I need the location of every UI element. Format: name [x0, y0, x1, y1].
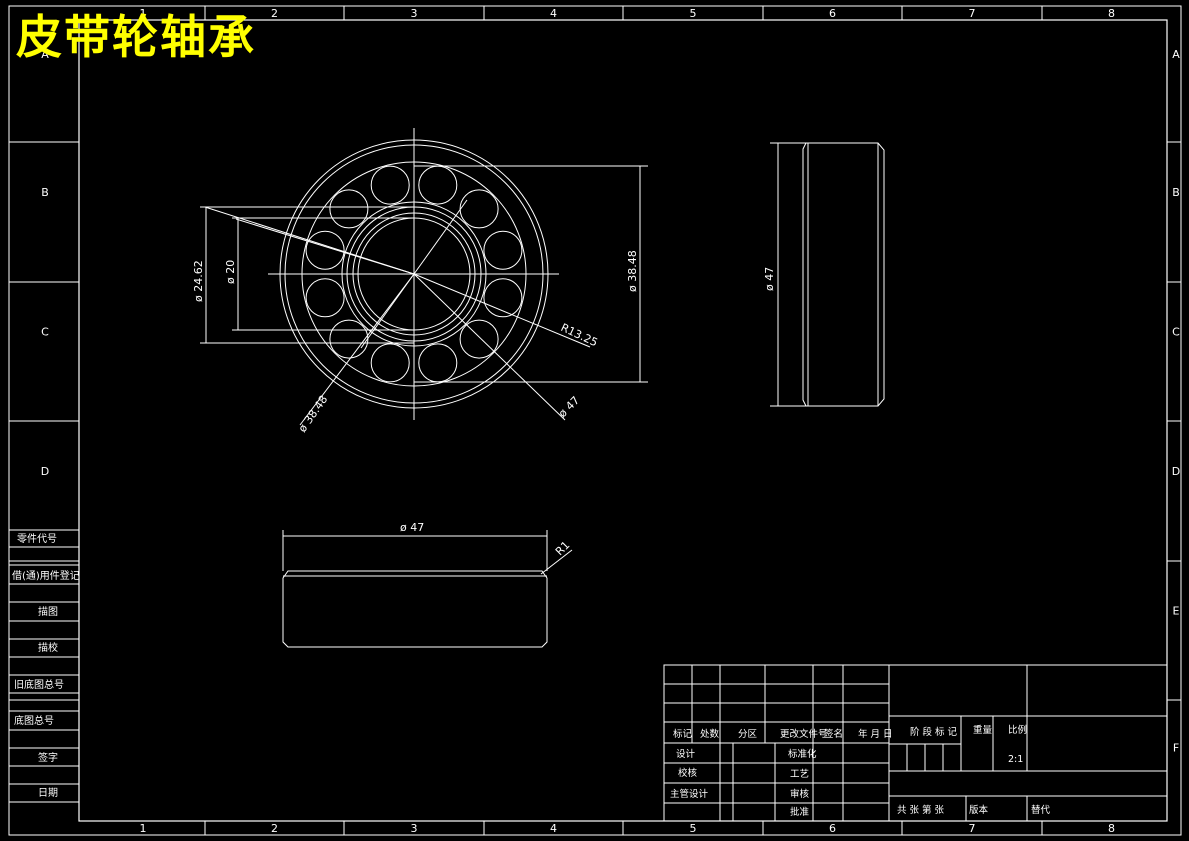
zone-row-label: D: [41, 465, 49, 478]
left-strip-label: 描校: [38, 641, 58, 654]
tb-scale-label: 比例: [1008, 724, 1027, 736]
zone-row-label: F: [1173, 742, 1179, 755]
zone-column-label: 7: [969, 7, 976, 20]
inner-ring-bore-chamfer: [352, 212, 476, 336]
dim-side-diameter: ø 47: [763, 267, 776, 291]
tb-scale-value: 2:1: [1008, 754, 1023, 765]
leader-line: [299, 273, 415, 426]
left-strip-label: 日期: [38, 787, 58, 799]
zone-row-label: C: [1172, 326, 1180, 339]
left-strip: [9, 529, 79, 803]
zone-column-label: 2: [271, 822, 278, 835]
leader-line: [235, 218, 415, 275]
zone-row-label: E: [1173, 605, 1180, 618]
tb-sheets: 共 张 第 张: [897, 804, 945, 816]
zone-column-label: 1: [140, 822, 147, 835]
tb-check: 校核: [678, 767, 698, 779]
tb-weight: 重量: [973, 724, 993, 736]
zone-column-label: 2: [271, 7, 278, 20]
rolling-ball: [370, 343, 410, 383]
leader-line: [413, 273, 591, 348]
dim-outer-leader: ø 47: [556, 394, 582, 420]
zone-row-label: A: [1172, 48, 1180, 61]
outer-ring-inner: [301, 161, 527, 387]
bearing-front-view: [200, 128, 648, 426]
rolling-ball: [459, 189, 499, 229]
bearing-bottom-view: [282, 530, 573, 648]
tb-chief: 主管设计: [670, 788, 709, 800]
tb-change-doc: 更改文件号: [780, 728, 828, 740]
zone-row-label: D: [1172, 465, 1180, 478]
tb-zone: 分区: [738, 729, 758, 740]
zone-column-label: 4: [550, 822, 557, 835]
rolling-ball: [459, 319, 499, 359]
zone-column-label: 8: [1108, 7, 1115, 20]
outer-ring-outer: [279, 139, 549, 409]
tb-review: 审核: [790, 788, 810, 800]
zone-column-label: 5: [690, 822, 697, 835]
rolling-ball: [483, 278, 523, 318]
dim-inner-race: ø 24.62: [192, 260, 205, 302]
dim-radius: R13.25: [559, 321, 600, 349]
dim-bottom-diameter: ø 47: [400, 521, 424, 534]
tb-replace: 替代: [1031, 804, 1051, 816]
zone-row-label: C: [41, 326, 49, 339]
leader-line: [413, 199, 468, 275]
outer-ring-chamfer: [284, 144, 544, 404]
dim-pitch-leader: ø 38.48: [296, 393, 331, 435]
zone-column-label: 6: [829, 822, 836, 835]
rolling-ball: [418, 343, 458, 383]
leader-line: [360, 273, 415, 349]
zone-row-label: A: [41, 48, 49, 61]
rolling-ball: [329, 189, 369, 229]
bearing-side-view: [770, 142, 885, 407]
tb-date: 年 月 日: [858, 728, 893, 740]
outer-frame: [8, 5, 1182, 836]
zone-column-label: 4: [550, 7, 557, 20]
tb-approve: 批准: [790, 806, 810, 818]
left-strip-label: 借(通)用件登记: [12, 569, 80, 582]
dim-pitch-right: ø 38.48: [626, 250, 639, 292]
rolling-ball: [370, 165, 410, 205]
left-strip-label: 底图总号: [14, 714, 54, 727]
rolling-ball: [305, 230, 345, 270]
left-strip-label: 旧底图总号: [14, 678, 64, 691]
dim-fillet: R1: [553, 539, 573, 559]
tb-design: 设计: [676, 748, 696, 760]
left-strip-label: 零件代号: [17, 533, 57, 545]
rolling-ball: [483, 230, 523, 270]
rolling-ball: [305, 278, 345, 318]
zone-column-label: 6: [829, 7, 836, 20]
rolling-ball: [418, 165, 458, 205]
tb-count: 处数: [700, 728, 720, 740]
leader-line: [413, 273, 566, 421]
left-strip-label: 描图: [38, 605, 58, 618]
zone-column-label: 8: [1108, 822, 1115, 835]
tb-process: 工艺: [790, 769, 809, 780]
zone-grid: [9, 6, 1181, 835]
zone-row-label: B: [1172, 186, 1180, 199]
zone-column-label: 7: [969, 822, 976, 835]
tb-mark: 标记: [673, 728, 693, 740]
dim-bore: ø 20: [224, 260, 237, 284]
zone-column-label: 5: [690, 7, 697, 20]
drawing-title: 皮带轮轴承: [16, 10, 256, 64]
title-block: [663, 664, 1168, 822]
tb-sign: 签名: [824, 728, 843, 740]
tb-version: 版本: [969, 804, 989, 816]
zone-column-label: 3: [411, 822, 418, 835]
inner-frame: [78, 19, 1168, 822]
tb-standard: 标准化: [788, 748, 817, 760]
left-strip-label: 签字: [38, 751, 58, 764]
zone-column-label: 1: [140, 7, 147, 20]
zone-row-label: B: [41, 186, 49, 199]
zone-column-label: 3: [411, 7, 418, 20]
inner-ring-outer: [341, 201, 487, 347]
tb-stage: 阶 段 标 记: [910, 726, 958, 738]
rolling-ball: [329, 319, 369, 359]
